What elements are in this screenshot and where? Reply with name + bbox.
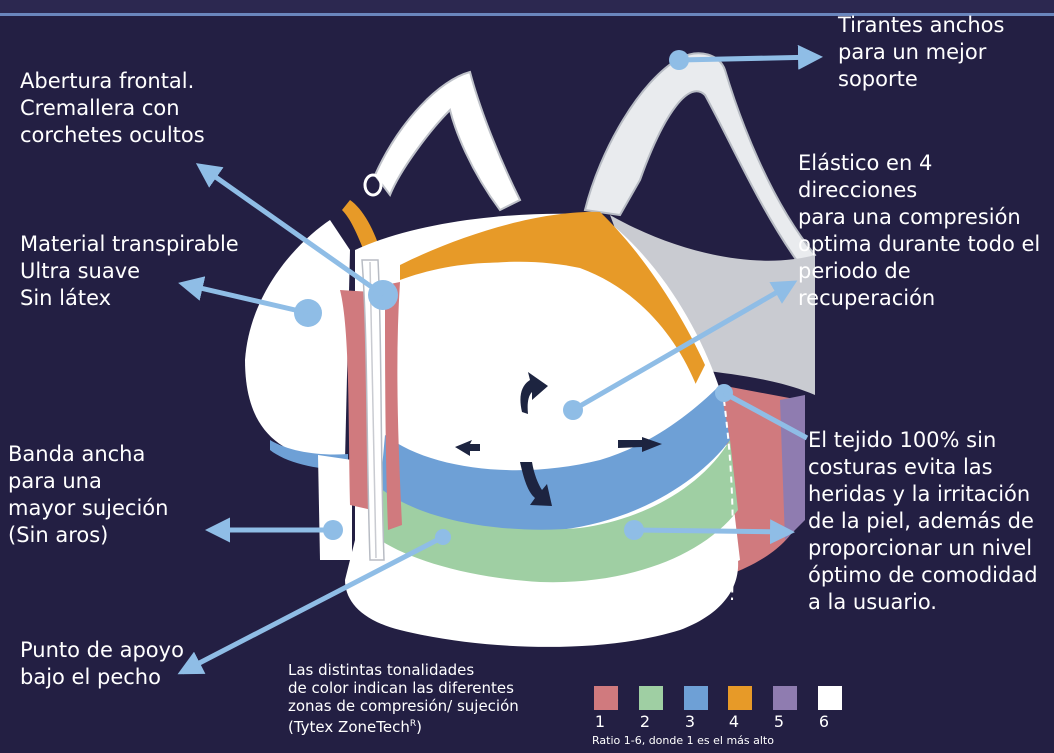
compression-arrow-right xyxy=(618,437,662,452)
zone-white-cup xyxy=(390,261,700,470)
legend-number-5: 5 xyxy=(773,712,785,731)
callout-front xyxy=(195,163,398,310)
legend-number-3: 3 xyxy=(684,712,696,731)
callout-material xyxy=(178,276,322,327)
label-support: Punto de apoyo bajo el pecho xyxy=(20,638,184,689)
legend-swatch-1 xyxy=(594,686,618,710)
top-banner-edge xyxy=(0,0,1054,16)
legend-swatch-3 xyxy=(684,686,708,710)
zone-orange xyxy=(400,211,705,395)
bottom-band xyxy=(345,540,739,647)
legend-caption: Ratio 1-6, donde 1 es el más alto xyxy=(592,734,774,747)
center-strip-pink-right xyxy=(385,282,402,530)
legend-number-2: 2 xyxy=(639,712,651,731)
left-cup xyxy=(245,220,350,460)
callout-straps xyxy=(669,44,823,70)
legend-number-6: 6 xyxy=(818,712,830,731)
legend-swatch-5 xyxy=(773,686,797,710)
callout-support xyxy=(177,529,451,675)
zone-note-close: ) xyxy=(416,718,422,736)
label-material: Material transpirable Ultra suave Sin lá… xyxy=(20,232,239,310)
compression-arrow-left xyxy=(455,440,480,456)
label-band: Banda ancha para una mayor sujeción (Sin… xyxy=(8,442,169,547)
legend-swatch-4 xyxy=(728,686,752,710)
zone-blue xyxy=(380,385,730,532)
legend-number-1: 1 xyxy=(594,712,606,731)
strap-front xyxy=(373,70,522,212)
legend-swatch-6 xyxy=(818,686,842,710)
seam-dashed xyxy=(723,399,734,601)
trademark-mark: R xyxy=(409,719,417,729)
zone-green xyxy=(380,440,738,583)
back-panel-grey xyxy=(610,215,815,395)
callout-seamless xyxy=(715,384,809,441)
zone-note: Las distintas tonalidades de color indic… xyxy=(288,661,519,736)
callout-stretch xyxy=(563,280,798,420)
callout-green xyxy=(624,519,795,545)
label-straps: Tirantes anchos para un mejor soporte xyxy=(838,13,1005,91)
legend-number-4: 4 xyxy=(728,712,740,731)
legend-swatch-2 xyxy=(639,686,663,710)
compression-arrow-up xyxy=(520,372,548,414)
compression-arrow-down xyxy=(520,462,552,506)
label-seamless: El tejido 100% sin costuras evita las he… xyxy=(808,428,1038,614)
strap-back xyxy=(583,52,817,267)
label-stretch: Elástico en 4 direcciones para una compr… xyxy=(798,151,1041,310)
label-front-opening: Abertura frontal. Cremallera con corchet… xyxy=(20,69,205,147)
strap-ring xyxy=(363,173,383,197)
callout-band xyxy=(205,517,343,543)
left-lower-band xyxy=(318,455,352,560)
zone-note-text: Las distintas tonalidades de color indic… xyxy=(288,661,519,736)
